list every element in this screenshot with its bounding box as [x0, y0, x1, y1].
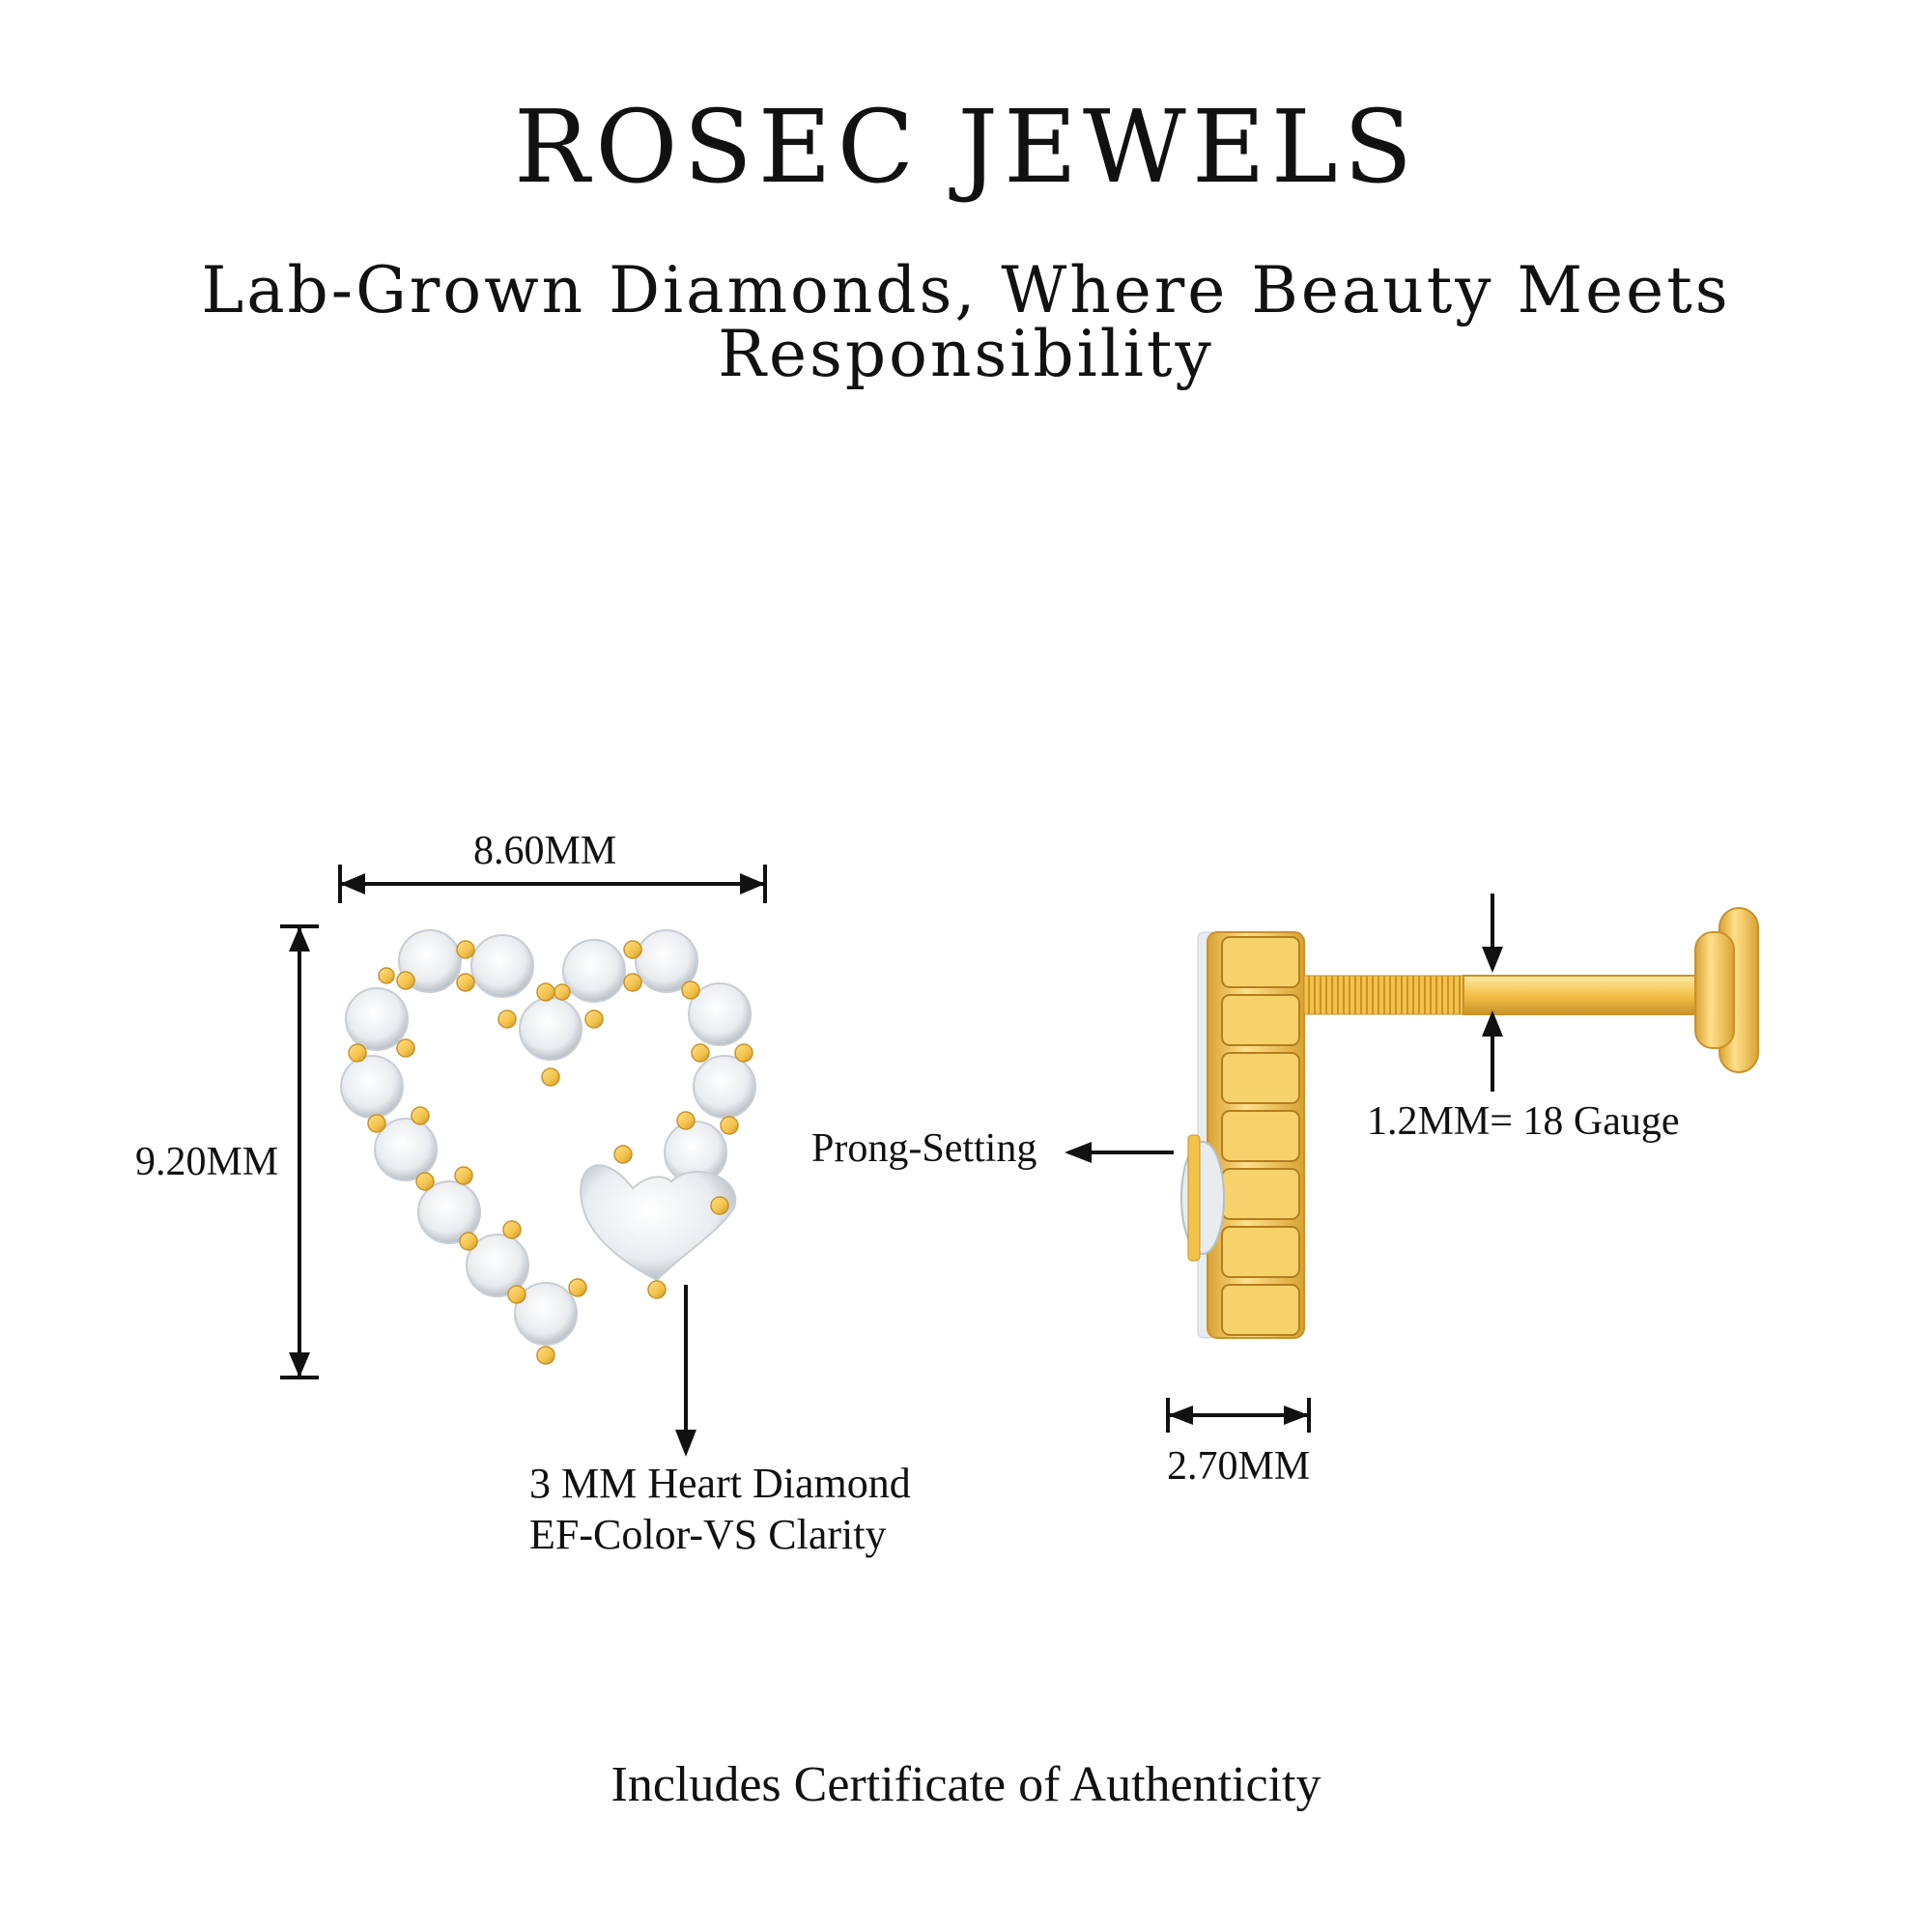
center-stone-line2: EF-Color-VS Clarity: [529, 1510, 887, 1558]
dimension-width-arrow: [338, 865, 767, 903]
dimension-height-arrow: [280, 924, 319, 1379]
prong-setting-label: Prong-Setting: [811, 1126, 1037, 1171]
brand-title: ROSEC JEWELS: [513, 88, 1419, 206]
post-gauge-label: 1.2MM= 18 Gauge: [1367, 1099, 1680, 1144]
dimension-depth-label: 2.70MM: [1167, 1444, 1311, 1489]
dimension-width-label: 8.60MM: [473, 829, 617, 873]
brand-tagline: Lab-Grown Diamonds, Where Beauty Meets R…: [201, 253, 1731, 391]
dimension-depth-arrow: [1166, 1398, 1311, 1433]
certificate-note: Includes Certificate of Authenticity: [611, 1757, 1321, 1812]
center-stone-description: 3 MM Heart Diamond EF-Color-VS Clarity: [529, 1459, 911, 1561]
dimension-height-label: 9.20MM: [135, 1140, 279, 1184]
center-stone-line1: 3 MM Heart Diamond: [529, 1460, 911, 1507]
heart-earring-front-view: [340, 929, 756, 1365]
post-gauge-arrows: [1482, 894, 1503, 1092]
prong-setting-arrow: [1065, 1142, 1174, 1163]
earring-side-view: [1180, 907, 1759, 1339]
center-stone-callout-arrow: [675, 1285, 696, 1457]
